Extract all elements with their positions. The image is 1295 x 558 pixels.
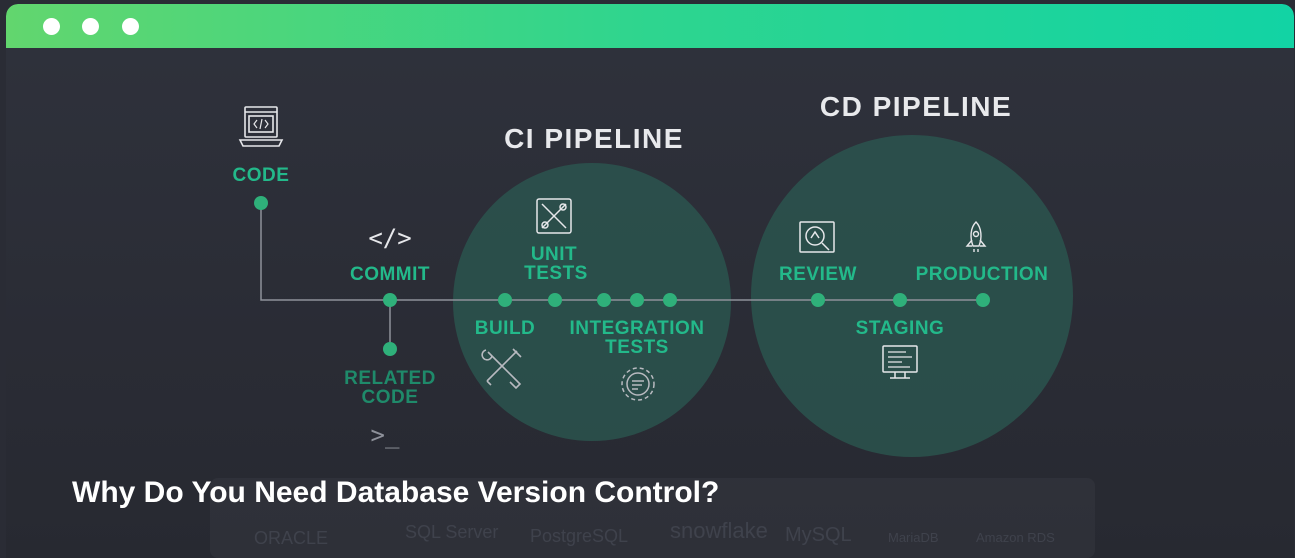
unit-tests-label-line2: TESTS: [524, 263, 588, 284]
page-heading: Why Do You Need Database Version Control…: [72, 476, 720, 509]
production-node[interactable]: [976, 293, 990, 307]
build-node[interactable]: [498, 293, 512, 307]
app-window: [6, 4, 1294, 558]
unit-tests-label-line1: UNIT: [531, 244, 577, 265]
main-pipeline-line: [260, 203, 983, 301]
ci-pipeline-title: CI PIPELINE: [504, 123, 684, 154]
integration-node-3[interactable]: [663, 293, 677, 307]
ci-pipeline-circle: [453, 163, 731, 441]
oracle-logo: ORACLE: [254, 528, 329, 548]
gear-chat-icon: [621, 367, 655, 401]
staging-node[interactable]: [893, 293, 907, 307]
integration-node-2[interactable]: [630, 293, 644, 307]
integration-node-1[interactable]: [597, 293, 611, 307]
wrench-screwdriver-icon: [481, 348, 522, 390]
magnifier-report-icon: [799, 221, 835, 253]
code-label: CODE: [233, 165, 290, 186]
related-code-label-line2: CODE: [362, 387, 419, 408]
terminal-icon: >_: [371, 421, 400, 449]
code-node[interactable]: [254, 196, 268, 210]
review-node[interactable]: [811, 293, 825, 307]
integration-tests-label-line1: INTEGRATION: [570, 318, 705, 339]
postgresql-logo: PostgreSQL: [530, 526, 629, 546]
related-code-node[interactable]: [383, 342, 397, 356]
tools-icon: [536, 198, 572, 234]
close-dot-icon[interactable]: [43, 18, 60, 35]
sql-server-logo: SQL Server: [405, 522, 499, 542]
mysql-logo: MySQL: [785, 524, 852, 546]
review-label: REVIEW: [779, 264, 857, 285]
pipeline-nodes: [254, 196, 990, 356]
cd-pipeline-circle: [751, 135, 1073, 457]
build-label: BUILD: [475, 318, 536, 339]
database-logos-strip: ORACLE SQL Server PostgreSQL snowflake M…: [210, 478, 1095, 558]
related-code-label-line1: RELATED: [344, 368, 436, 389]
commit-node[interactable]: [383, 293, 397, 307]
code-brackets-icon: </>: [368, 224, 411, 252]
commit-label: COMMIT: [350, 264, 430, 285]
laptop-code-icon: [238, 106, 284, 147]
unit-tests-node[interactable]: [548, 293, 562, 307]
maximize-dot-icon[interactable]: [122, 18, 139, 35]
title-bar: [6, 4, 1294, 48]
integration-tests-label-line2: TESTS: [605, 337, 669, 358]
rocket-icon: [965, 221, 987, 252]
amazon-rds-logo: Amazon RDS: [976, 530, 1055, 545]
pipeline-lines: [260, 203, 983, 349]
mariadb-logo: MariaDB: [888, 530, 939, 545]
staging-label: STAGING: [856, 318, 945, 339]
production-label: PRODUCTION: [916, 264, 1049, 285]
snowflake-logo: snowflake: [670, 518, 768, 543]
cd-pipeline-title: CD PIPELINE: [820, 91, 1012, 122]
monitor-code-icon: [882, 345, 918, 379]
minimize-dot-icon[interactable]: [82, 18, 99, 35]
